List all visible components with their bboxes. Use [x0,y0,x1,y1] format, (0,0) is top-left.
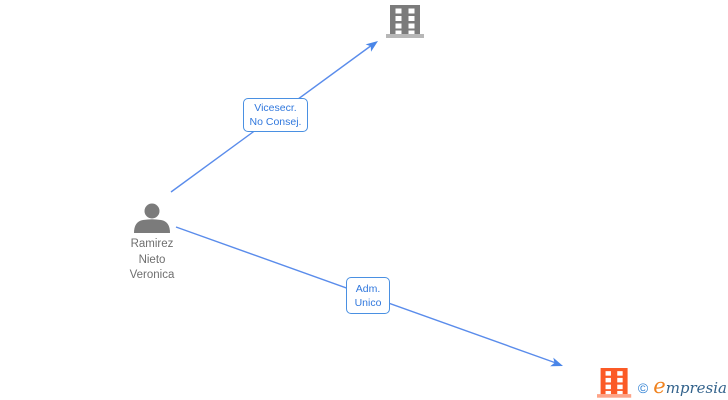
edge-label-line: No Consej. [249,116,302,128]
copyright-icon: © [637,380,649,396]
edge-label-line: Unico [354,296,382,309]
edge-label-line: Adm. [355,282,381,295]
empresia-logo-text: mpresia [665,379,727,397]
empresia-watermark: © e mpresia [637,374,727,398]
person-name-line: Veronica [129,269,175,281]
company-node-bottom[interactable] [597,368,632,398]
person-name-line: Nieto [138,253,166,266]
edge-label-vicesecr[interactable]: Vicesecr. No Consej. [243,98,308,132]
building-icon [597,368,632,398]
person-icon [134,203,170,233]
person-name-label: Ramirez Nieto Veronica [92,237,212,284]
person-name-line: Ramirez [130,238,174,250]
arrowhead-icon [365,41,378,52]
edge-label-line: Vicesecr. [254,102,297,114]
building-icon [386,5,424,38]
person-node-ramirez[interactable] [134,203,170,234]
arrowhead-icon [550,357,563,367]
company-node-top[interactable] [386,5,424,38]
edge-label-adm-unico[interactable]: Adm. Unico [346,277,390,314]
empresia-logo-e: e [653,374,666,398]
